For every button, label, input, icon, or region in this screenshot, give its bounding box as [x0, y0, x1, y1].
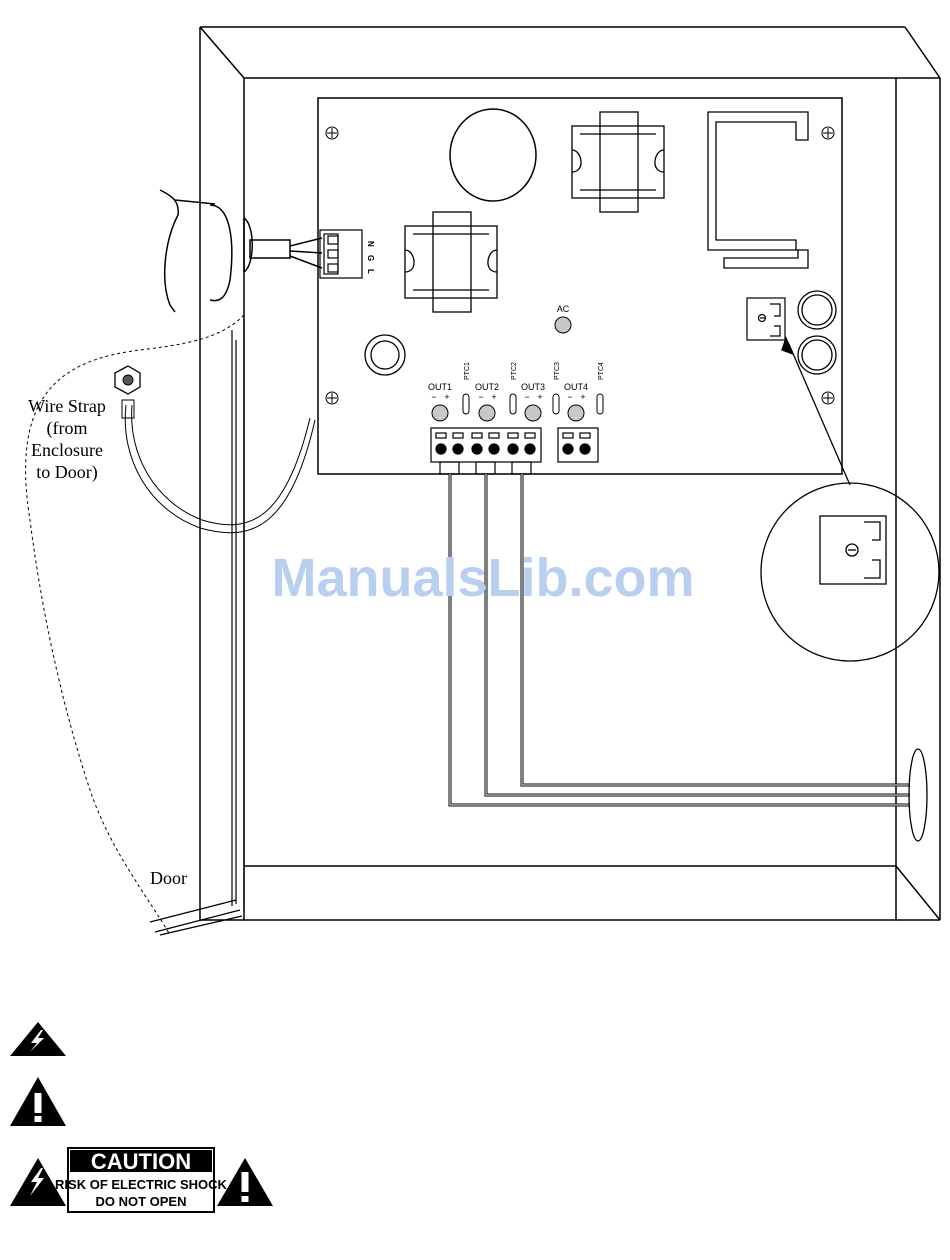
- svg-text:N: N: [366, 241, 375, 247]
- door: [150, 320, 244, 935]
- svg-text:PTC1: PTC1: [464, 362, 471, 380]
- output-3: OUT3 − + PTC3: [521, 362, 561, 421]
- ptc-3: [553, 394, 559, 414]
- svg-text:OUT4: OUT4: [564, 382, 588, 392]
- ptc-2: [510, 394, 516, 414]
- right-holes: [798, 291, 836, 374]
- caution-label: CAUTION RISK OF ELECTRIC SHOCK DO NOT OP…: [10, 1148, 273, 1212]
- svg-text:(from: (from: [47, 418, 88, 439]
- output-2-led: [479, 405, 495, 421]
- standoff-hole: [365, 335, 405, 375]
- svg-text:+: +: [444, 392, 449, 402]
- lightning-warning-icon: [10, 1022, 66, 1056]
- svg-text:Enclosure: Enclosure: [31, 440, 103, 460]
- svg-text:−: −: [431, 392, 436, 402]
- output-wires-inner: [450, 474, 910, 805]
- output-4-led: [568, 405, 584, 421]
- output-terminal-block-1-3: [431, 428, 541, 474]
- voltage-potentiometer: [747, 298, 785, 340]
- svg-text:−: −: [567, 392, 572, 402]
- watermark: ManualsLib.com: [271, 548, 694, 608]
- svg-text:+: +: [491, 392, 496, 402]
- ac-led-label: AC: [557, 304, 570, 314]
- svg-text:L: L: [366, 269, 375, 274]
- cable-knockout: [909, 749, 927, 841]
- output-2: OUT2 − + PTC2: [475, 362, 518, 421]
- svg-text:Wire Strap: Wire Strap: [28, 396, 106, 416]
- output-1: OUT1 − + PTC1: [428, 362, 471, 421]
- svg-text:PTC4: PTC4: [598, 362, 605, 380]
- heatsink: [708, 112, 808, 268]
- ac-led: [555, 317, 571, 333]
- wire-strap: [115, 366, 315, 533]
- output-wires: [450, 474, 910, 805]
- svg-text:PTC2: PTC2: [511, 362, 518, 380]
- door-label: Door: [150, 868, 187, 888]
- outputs: OUT1 − + PTC1 OUT2 − + PTC2 OUT3 − + PTC…: [428, 362, 605, 421]
- svg-text:+: +: [580, 392, 585, 402]
- svg-text:−: −: [478, 392, 483, 402]
- ptc-4: [597, 394, 603, 414]
- svg-text:G: G: [366, 255, 375, 261]
- output-3-led: [525, 405, 541, 421]
- exclamation-warning-icon: [10, 1077, 66, 1126]
- svg-text:+: +: [537, 392, 542, 402]
- capacitor: [450, 109, 536, 201]
- ngl-labels: N G L: [366, 241, 375, 274]
- svg-text:OUT1: OUT1: [428, 382, 452, 392]
- svg-text:OUT3: OUT3: [521, 382, 545, 392]
- svg-text:RISK OF ELECTRIC SHOCK: RISK OF ELECTRIC SHOCK: [55, 1177, 228, 1192]
- svg-text:to Door): to Door): [36, 462, 98, 483]
- svg-text:DO NOT OPEN: DO NOT OPEN: [95, 1194, 186, 1209]
- svg-text:OUT2: OUT2: [475, 382, 499, 392]
- ac-terminal-block: [320, 230, 362, 278]
- svg-text:−: −: [524, 392, 529, 402]
- svg-text:PTC3: PTC3: [554, 362, 561, 380]
- potentiometer-callout: [761, 338, 939, 661]
- output-4: OUT4 − + PTC4: [564, 362, 605, 421]
- output-terminal-block-4: [558, 428, 598, 462]
- svg-text:CAUTION: CAUTION: [91, 1149, 191, 1174]
- ptc-1: [463, 394, 469, 414]
- wire-strap-label: Wire Strap (from Enclosure to Door): [28, 396, 106, 483]
- transformer-lower: [405, 212, 497, 312]
- transformer-upper: [572, 112, 664, 212]
- output-1-led: [432, 405, 448, 421]
- ac-power-cable: [160, 190, 322, 312]
